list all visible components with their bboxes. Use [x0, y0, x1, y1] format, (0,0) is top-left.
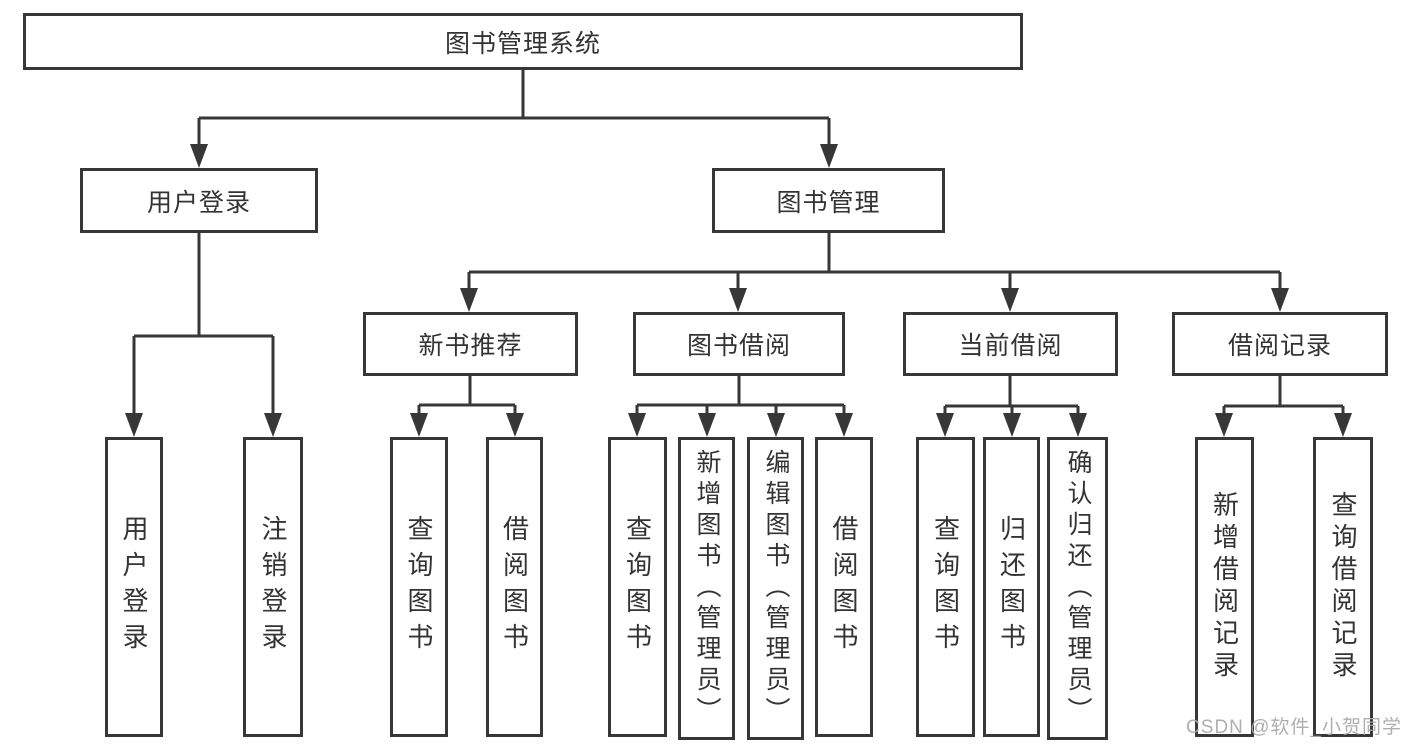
- leaf-confirm-return-label: 确认归还（管理员）: [1064, 449, 1092, 728]
- arrowheads: [125, 144, 1352, 437]
- node-current-borrow-label: 当前借阅: [958, 332, 1063, 360]
- leaf-query-book-3: 查询图书: [916, 437, 975, 737]
- node-book-borrow: 图书借阅: [633, 312, 845, 376]
- leaf-edit-book-label: 编辑图书（管理员）: [762, 449, 790, 728]
- leaf-confirm-return: 确认归还（管理员）: [1047, 437, 1108, 740]
- leaf-borrow-book-2: 借阅图书: [815, 437, 873, 737]
- leaf-borrow-book-1-label: 借阅图书: [499, 515, 530, 659]
- leaf-borrow-book-1: 借阅图书: [486, 437, 543, 737]
- leaf-query-book-1: 查询图书: [390, 437, 448, 737]
- node-book-mgmt: 图书管理: [712, 168, 945, 233]
- node-book-borrow-label: 图书借阅: [686, 332, 791, 360]
- watermark: CSDN @软件_小贺同学: [1186, 717, 1402, 738]
- leaf-add-book-label: 新增图书（管理员）: [693, 449, 721, 728]
- leaf-query-book-2-label: 查询图书: [622, 515, 653, 659]
- leaf-logout: 注销登录: [243, 437, 303, 737]
- leaf-user-login-label: 用户登录: [119, 515, 149, 659]
- leaf-query-record-label: 查询借阅记录: [1328, 491, 1358, 683]
- leaf-query-book-2: 查询图书: [608, 437, 667, 737]
- node-root-label: 图书管理系统: [444, 29, 601, 58]
- leaf-return-book-label: 归还图书: [996, 515, 1027, 659]
- node-borrow-records: 借阅记录: [1172, 312, 1388, 376]
- leaf-add-book: 新增图书（管理员）: [678, 437, 735, 740]
- leaf-borrow-book-2-label: 借阅图书: [829, 515, 859, 659]
- leaf-add-record: 新增借阅记录: [1195, 437, 1254, 737]
- leaf-add-record-label: 新增借阅记录: [1209, 491, 1240, 683]
- leaf-logout-label: 注销登录: [258, 515, 288, 659]
- leaf-edit-book: 编辑图书（管理员）: [747, 437, 804, 740]
- node-borrow-records-label: 借阅记录: [1227, 332, 1332, 360]
- leaf-query-book-3-label: 查询图书: [930, 515, 961, 659]
- leaf-user-login: 用户登录: [105, 437, 163, 737]
- leaf-query-record: 查询借阅记录: [1313, 437, 1373, 737]
- node-current-borrow: 当前借阅: [903, 312, 1118, 376]
- node-user-login-label: 用户登录: [146, 188, 251, 217]
- leaf-query-book-1-label: 查询图书: [404, 515, 434, 659]
- node-new-book-rec: 新书推荐: [363, 312, 578, 376]
- node-root: 图书管理系统: [23, 13, 1023, 70]
- node-user-login: 用户登录: [80, 168, 318, 233]
- leaf-return-book: 归还图书: [983, 437, 1040, 737]
- node-book-mgmt-label: 图书管理: [776, 188, 881, 217]
- node-new-book-rec-label: 新书推荐: [418, 332, 523, 360]
